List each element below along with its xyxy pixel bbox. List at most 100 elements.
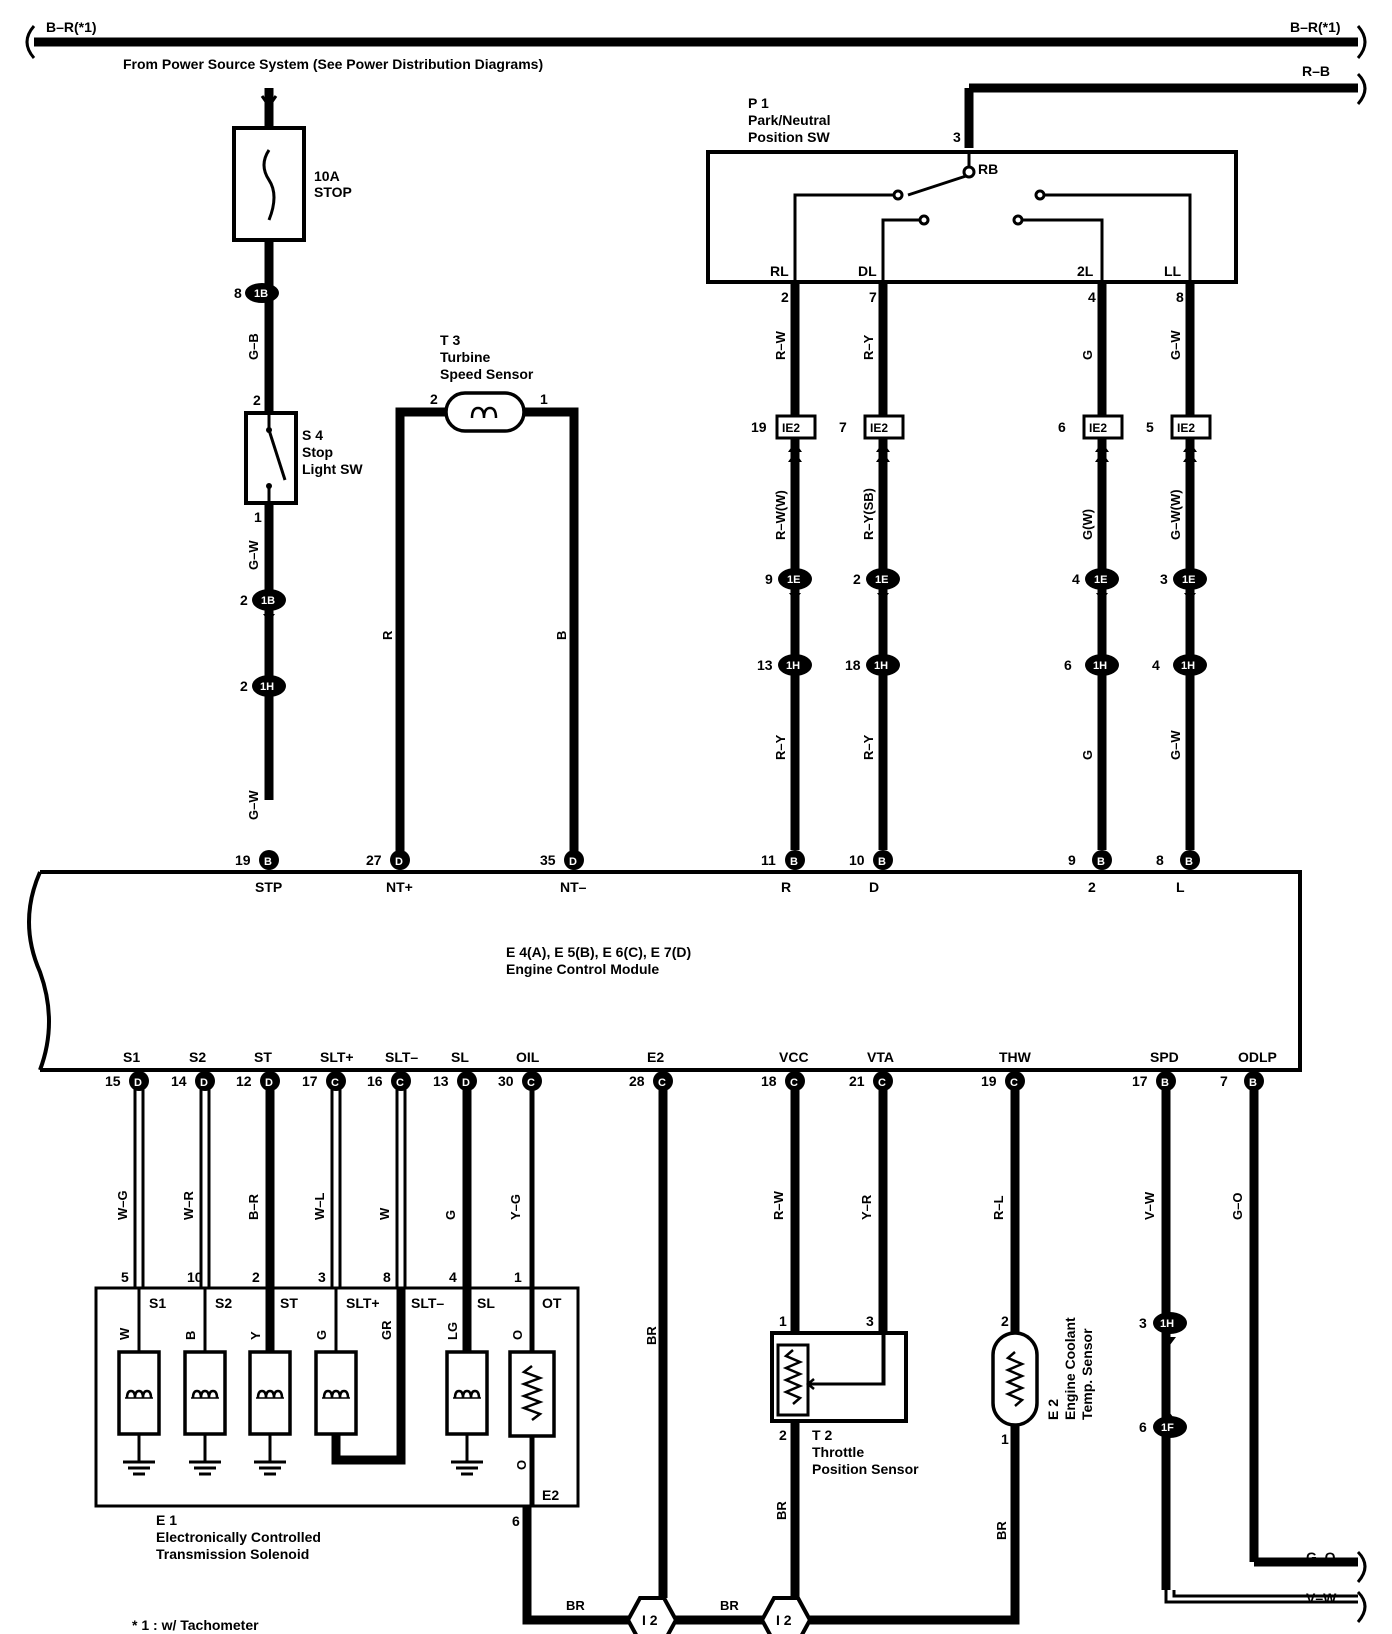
svg-text:2: 2 bbox=[240, 592, 248, 608]
svg-text:DL: DL bbox=[858, 263, 877, 279]
bottom-pin-5-connector: D bbox=[462, 1077, 470, 1089]
svg-text:17: 17 bbox=[1132, 1073, 1148, 1089]
svg-text:1H: 1H bbox=[1181, 660, 1195, 672]
engine-coolant-temp-sensor: 2 1 E 2 Engine Coolant Temp. Sensor BR bbox=[991, 1313, 1095, 1540]
svg-text:9: 9 bbox=[1068, 852, 1076, 868]
svg-text:6: 6 bbox=[512, 1513, 520, 1529]
svg-text:IE2: IE2 bbox=[1089, 421, 1107, 435]
fuse-name: STOP bbox=[314, 184, 352, 200]
svg-text:6: 6 bbox=[1058, 419, 1066, 435]
svg-text:S2: S2 bbox=[215, 1295, 232, 1311]
svg-text:16: 16 bbox=[367, 1073, 383, 1089]
svg-text:1H: 1H bbox=[786, 660, 800, 672]
top-pin-label-3: R bbox=[781, 879, 791, 895]
svg-text:BR: BR bbox=[644, 1326, 659, 1345]
svg-text:R–Y: R–Y bbox=[773, 734, 788, 760]
svg-text:RL: RL bbox=[770, 263, 789, 279]
svg-text:19: 19 bbox=[235, 852, 251, 868]
power-source-label: From Power Source System (See Power Dist… bbox=[123, 56, 543, 72]
svg-text:19: 19 bbox=[751, 419, 767, 435]
throttle-id: T 2 bbox=[812, 1427, 832, 1443]
connector-1h-0 bbox=[778, 654, 812, 676]
svg-text:ST: ST bbox=[280, 1295, 298, 1311]
top-bus: B–R(*1) B–R(*1) From Power Source System… bbox=[25, 19, 1367, 105]
svg-text:4: 4 bbox=[1088, 289, 1096, 305]
svg-text:2: 2 bbox=[1001, 1313, 1009, 1329]
stop-sw-name2: Light SW bbox=[302, 461, 363, 477]
svg-text:5: 5 bbox=[1146, 419, 1154, 435]
stop-sw-id: S 4 bbox=[302, 427, 323, 443]
transmission-solenoid: E 1 Electronically Controlled Transmissi… bbox=[94, 1269, 580, 1562]
svg-text:2: 2 bbox=[252, 1269, 260, 1285]
bottom-pin-label-11: SPD bbox=[1150, 1049, 1179, 1065]
svg-text:18: 18 bbox=[845, 657, 861, 673]
svg-text:W: W bbox=[117, 1327, 132, 1340]
svg-text:4: 4 bbox=[1072, 571, 1080, 587]
svg-text:1: 1 bbox=[779, 1313, 787, 1329]
svg-text:27: 27 bbox=[366, 852, 382, 868]
top-pin-label-0: STP bbox=[255, 879, 282, 895]
solenoid-coil-2 bbox=[248, 1288, 292, 1476]
top-pin-label-2: NT– bbox=[560, 879, 587, 895]
connector-1e-2 bbox=[1085, 568, 1119, 590]
solenoid-coil-3 bbox=[314, 1288, 358, 1436]
svg-text:O: O bbox=[514, 1460, 529, 1470]
bottom-pin-0-connector: D bbox=[134, 1077, 142, 1089]
svg-text:3: 3 bbox=[1139, 1315, 1147, 1331]
svg-text:O: O bbox=[510, 1330, 525, 1340]
wire-color-0: W–G bbox=[115, 1190, 130, 1220]
bottom-pin-label-4: SLT– bbox=[385, 1049, 418, 1065]
turbine-id: T 3 bbox=[440, 332, 460, 348]
svg-text:E2: E2 bbox=[542, 1487, 559, 1503]
top-pin-4-terminal bbox=[873, 850, 893, 870]
svg-text:I 2: I 2 bbox=[642, 1612, 658, 1628]
top-pin-label-4: D bbox=[869, 879, 879, 895]
svg-text:SLT+: SLT+ bbox=[346, 1295, 380, 1311]
pnp-name1: Park/Neutral bbox=[748, 112, 830, 128]
top-pin-0-connector: B bbox=[264, 856, 272, 868]
svg-text:1B: 1B bbox=[261, 595, 275, 607]
svg-text:R–Y(SB): R–Y(SB) bbox=[861, 488, 876, 540]
pnp-name2: Position SW bbox=[748, 129, 830, 145]
solenoid-ot-thermistor: O E2 6 bbox=[508, 1288, 559, 1529]
footnote: * 1 : w/ Tachometer bbox=[132, 1617, 259, 1633]
wire-color-5: G bbox=[443, 1210, 458, 1220]
svg-text:1H: 1H bbox=[1093, 660, 1107, 672]
svg-text:R–W(W): R–W(W) bbox=[773, 490, 788, 540]
svg-text:1H: 1H bbox=[1160, 1318, 1174, 1330]
wire-color-8: R–W bbox=[771, 1190, 786, 1220]
bottom-pin-6-connector: C bbox=[527, 1077, 535, 1089]
wire-br-2: BR bbox=[720, 1598, 739, 1613]
svg-text:7: 7 bbox=[869, 289, 877, 305]
svg-text:4: 4 bbox=[1152, 657, 1160, 673]
bottom-pin-label-1: S2 bbox=[189, 1049, 206, 1065]
svg-text:LG: LG bbox=[445, 1322, 460, 1340]
bottom-pin-8-terminal bbox=[785, 1071, 805, 1091]
bottom-pin-4-connector: C bbox=[396, 1077, 404, 1089]
svg-text:6: 6 bbox=[1064, 657, 1072, 673]
svg-text:5: 5 bbox=[121, 1269, 129, 1285]
svg-text:10: 10 bbox=[849, 852, 865, 868]
svg-text:1E: 1E bbox=[1182, 574, 1195, 586]
wire-color-3: W–L bbox=[312, 1193, 327, 1221]
svg-text:2: 2 bbox=[240, 678, 248, 694]
bottom-pin-7-terminal bbox=[653, 1071, 673, 1091]
svg-text:Y: Y bbox=[248, 1331, 263, 1340]
bottom-pin-6-terminal bbox=[522, 1071, 542, 1091]
top-pin-3-connector: B bbox=[790, 856, 798, 868]
svg-text:SL: SL bbox=[477, 1295, 495, 1311]
bottom-pin-label-9: VTA bbox=[867, 1049, 894, 1065]
wire-b: B bbox=[554, 631, 569, 640]
wire-r: R bbox=[380, 630, 395, 640]
solenoid-coil-4 bbox=[445, 1288, 489, 1476]
bottom-pin-7-connector: C bbox=[658, 1077, 666, 1089]
svg-text:35: 35 bbox=[540, 852, 556, 868]
top-pin-4-connector: B bbox=[878, 856, 886, 868]
svg-text:1B: 1B bbox=[254, 288, 268, 300]
ground-junctions: BR BR I 2 I 2 BR bbox=[522, 1326, 1020, 1634]
